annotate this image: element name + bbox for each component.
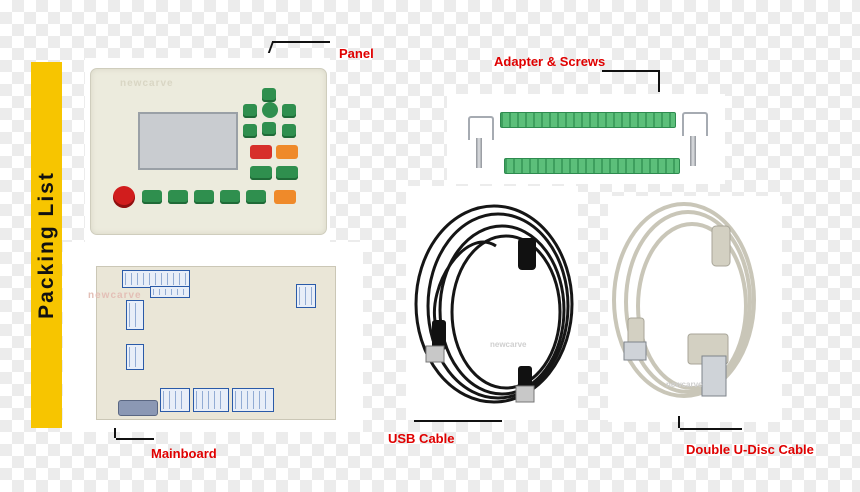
panel-center-key: [262, 102, 278, 118]
panel-frame-key: [276, 166, 298, 180]
double-u-disc-leader-line: [680, 428, 742, 430]
packing-list-banner: Packing List: [31, 62, 62, 428]
mainboard-leader-line: [116, 438, 154, 440]
panel-speed-key: [168, 190, 188, 204]
screw-left: [476, 138, 482, 168]
adapter-leader-line: [602, 70, 658, 72]
terminal-block-strip-bottom: [504, 158, 680, 174]
panel-lcd-screen: [138, 112, 238, 170]
panel-label: Panel: [339, 46, 374, 61]
panel-brand-watermark: newcarve: [120, 78, 174, 89]
usb-cable-label: USB Cable: [388, 431, 455, 446]
packing-list-title: Packing List: [34, 171, 58, 319]
panel-down-key: [262, 122, 276, 136]
panel-origin-key: [250, 166, 272, 180]
mainboard-label-table: [193, 388, 229, 412]
usb-watermark: newcarve: [490, 340, 527, 349]
panel-max-power-key: [220, 190, 240, 204]
double-u-disc-cable-drawing: [612, 202, 756, 398]
panel-right-key: [282, 104, 296, 118]
panel-start-key: [274, 190, 296, 204]
panel-z-left-key: [243, 124, 257, 138]
mainboard-label-table: [126, 344, 144, 370]
panel-enter-key: [276, 145, 298, 159]
panel-up-key: [262, 88, 276, 102]
mainboard-label-table: [296, 284, 316, 308]
panel-laser-key: [246, 190, 266, 204]
panel-file-key: [142, 190, 162, 204]
panel-left-key: [243, 104, 257, 118]
panel-esc-key: [250, 145, 272, 159]
panel-z-right-key: [282, 124, 296, 138]
mainboard-label-table: [150, 286, 190, 298]
adapter-screws-label: Adapter & Screws: [494, 54, 606, 69]
mounting-bracket-right: [682, 112, 708, 136]
mainboard-label-table: [126, 300, 144, 330]
double-u-disc-watermark: newcarve: [666, 380, 703, 389]
panel-min-power-key: [194, 190, 214, 204]
adapter-leader-tick: [658, 70, 660, 92]
mainboard-watermark: newcarve: [88, 290, 142, 301]
panel-reset-button: [113, 186, 135, 208]
double-u-disc-leader-tick: [678, 416, 680, 428]
double-u-disc-label: Double U-Disc Cable: [686, 442, 814, 457]
mainboard-leader-tick: [114, 428, 116, 438]
mainboard-label-table: [160, 388, 190, 412]
mounting-bracket-left: [468, 116, 494, 140]
terminal-block-strip-top: [500, 112, 676, 128]
screw-right: [690, 136, 696, 166]
mainboard-label: Mainboard: [151, 446, 217, 461]
panel-leader-line: [272, 41, 330, 43]
usb-cable-drawing: [414, 204, 574, 404]
mainboard-label-table: [232, 388, 274, 412]
mainboard-db9-connector: [118, 400, 158, 416]
panel-leader-tick: [267, 41, 275, 53]
usb-leader-line: [414, 420, 502, 422]
